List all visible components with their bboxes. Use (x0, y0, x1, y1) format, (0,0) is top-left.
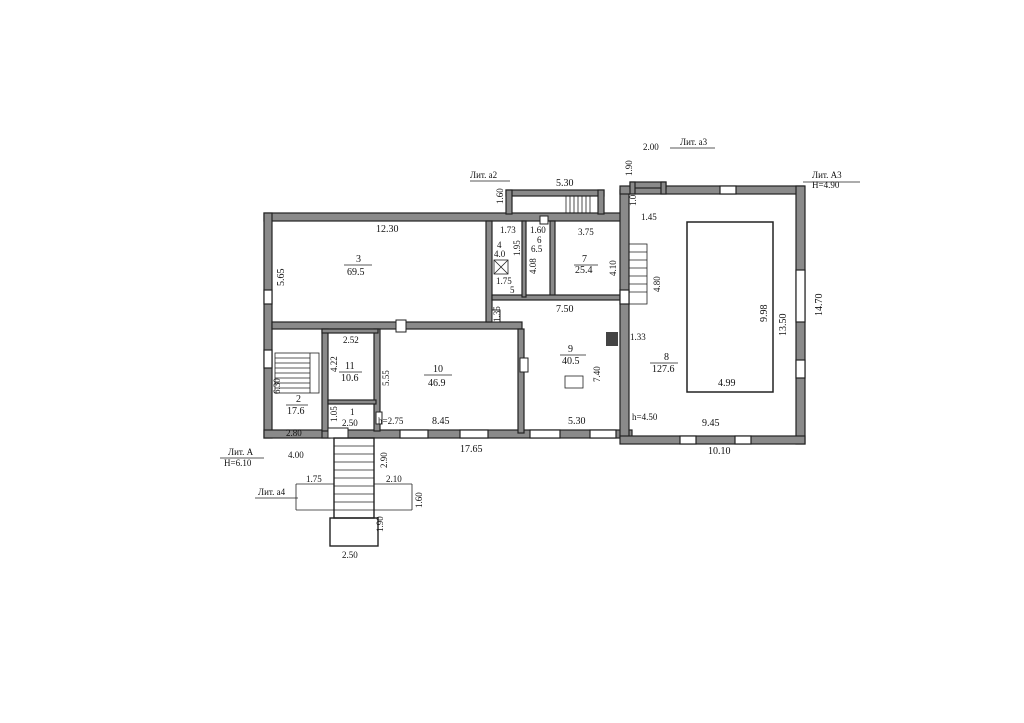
dim-label: 13.50 (778, 314, 789, 337)
room-6-number: 6 (537, 235, 542, 245)
room-9-area: 40.5 (562, 356, 580, 367)
lit-A-label: Лит. А (228, 447, 254, 457)
fixture-icon (564, 375, 584, 389)
room-4-area: 4.0 (494, 249, 506, 259)
pool (686, 221, 774, 393)
dim-label: 4.80 (652, 276, 662, 292)
stairs-room-2 (274, 352, 320, 394)
dim-label: 1.75 (496, 276, 512, 286)
dim-label: 4.10 (608, 260, 618, 276)
dim-label: 10.10 (708, 446, 731, 457)
lit-a2-label: Лит. а2 (470, 170, 497, 180)
dim-label: 5.30 (556, 178, 574, 189)
dim-label: 12.30 (376, 224, 399, 235)
dim-label: 7.40 (592, 366, 602, 382)
stairs-room-8 (628, 243, 648, 305)
windows (263, 185, 806, 445)
dim-label: 14.70 (814, 294, 825, 317)
dim-label: 1.33 (630, 332, 646, 342)
room-2-area: 17.6 (287, 406, 305, 417)
dim-label: 3.75 (578, 227, 594, 237)
room-9-number: 9 (568, 344, 573, 355)
dim-label: 2.50 (342, 550, 358, 560)
room-3-number: 3 (356, 254, 361, 265)
dim-label: h=2.75 (378, 416, 404, 426)
chimney-icon (606, 332, 618, 346)
dim-label: 5.65 (276, 269, 287, 287)
room-8-area: 127.6 (652, 364, 675, 375)
dim-label: 4.08 (528, 258, 538, 274)
dim-label: 1.0 (628, 194, 638, 206)
room-11-number: 11 (345, 361, 355, 372)
dim-label: 4.99 (718, 378, 736, 389)
room-4-number: 4 (497, 240, 502, 250)
dim-label: 1.75 (306, 474, 322, 484)
dim-label: h=4.50 (632, 412, 658, 422)
dim-label: 1.90 (624, 160, 634, 176)
dim-label: 1.73 (500, 225, 516, 235)
dim-label: 1.60 (495, 188, 505, 204)
dim-label: 2.52 (343, 335, 359, 345)
lit-A3-label: Лит. А3 (812, 170, 842, 180)
stairs-a4 (295, 437, 413, 547)
dim-label: 6.30 (272, 378, 282, 394)
room-5-number: 5 (510, 285, 515, 295)
room-7-number: 7 (582, 254, 587, 265)
dim-label: 1.60 (530, 225, 546, 235)
dim-label: 7.50 (556, 304, 574, 315)
room-1-number: 1 (350, 407, 355, 417)
dim-label: 1.95 (512, 240, 522, 256)
room-2-number: 2 (296, 394, 301, 405)
dim-label: 1.60 (414, 492, 424, 508)
dim-label: 2.90 (379, 452, 389, 468)
dim-label: 1.05 (329, 406, 339, 422)
dim-label: 1.90 (375, 516, 385, 532)
room-10-number: 10 (433, 364, 443, 375)
stairs-a2 (565, 196, 591, 213)
lit-A-height: Н=6.10 (224, 458, 252, 468)
dim-label: 9.98 (759, 305, 770, 323)
room-11-area: 10.6 (341, 373, 359, 384)
dimension-labels: 12.30 5.65 1.73 1.60 3.75 1.95 4.08 4.10… (272, 142, 825, 560)
room-3-area: 69.5 (347, 267, 365, 278)
dim-label: 17.65 (460, 444, 483, 455)
lit-a4-label: Лит. а4 (258, 487, 286, 497)
room-7-area: 25.4 (575, 265, 593, 276)
room-8-number: 8 (664, 352, 669, 363)
dim-label: 5.30 (568, 416, 586, 427)
dim-label: 4.00 (288, 450, 304, 460)
lit-A3-height: Н=4.90 (812, 180, 840, 190)
room-10-area: 46.9 (428, 378, 446, 389)
sanitary-icon (493, 259, 509, 275)
room-6-area: 6.5 (531, 244, 543, 254)
dim-label: 2.00 (643, 142, 659, 152)
dim-label: 1.35 (492, 306, 502, 322)
dim-label: 9.45 (702, 418, 720, 429)
dim-label: 5.55 (381, 370, 391, 386)
dim-label: 2.50 (342, 418, 358, 428)
lit-a3-label: Лит. а3 (680, 137, 708, 147)
dim-label: 8.45 (432, 416, 450, 427)
dim-label: 2.80 (286, 428, 302, 438)
dim-label: 2.10 (386, 474, 402, 484)
dim-label: 4.22 (329, 356, 339, 372)
dim-label: 1.45 (641, 212, 657, 222)
